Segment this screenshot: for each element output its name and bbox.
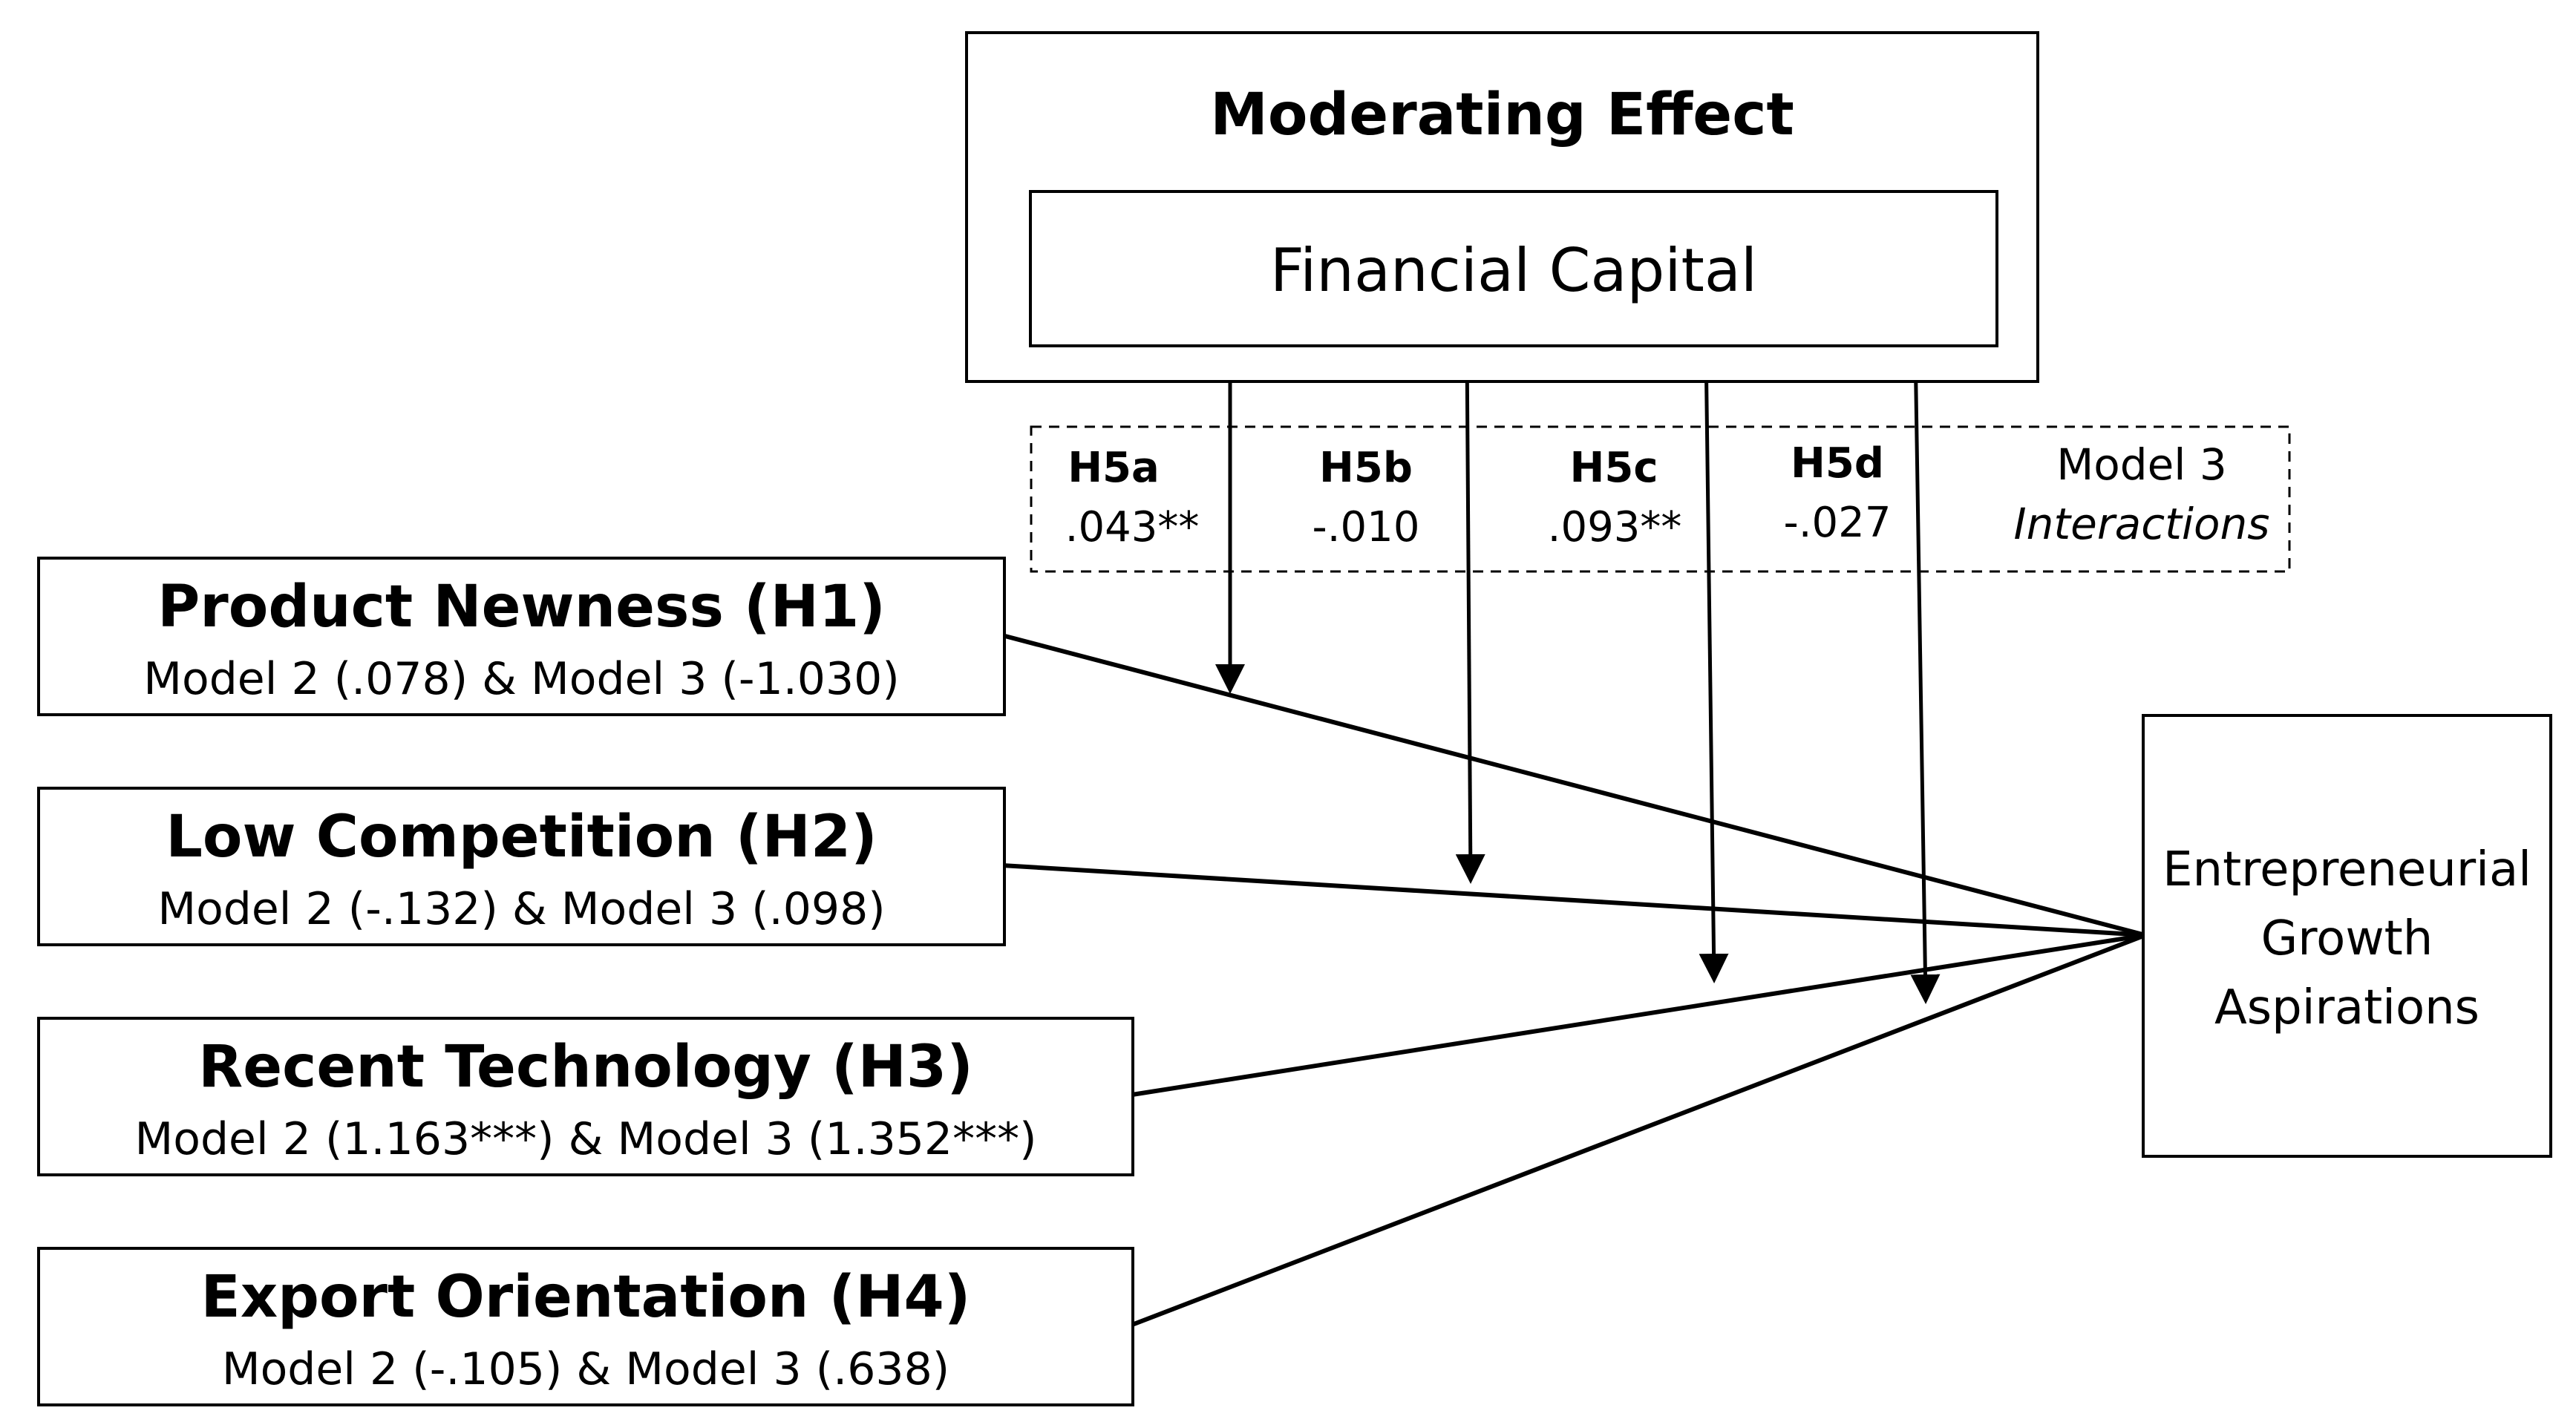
predictor-h3-models: Model 2 (1.163***) & Model 3 (1.352***) (134, 1113, 1037, 1165)
predictor-box-h1 (37, 557, 1006, 716)
interaction-h5d-value: -.027 (1783, 499, 1892, 547)
outcome-box (2142, 714, 2552, 1158)
predictor-box-h2 (37, 787, 1006, 946)
predictor-h2-models: Model 2 (-.132) & Model 3 (.098) (157, 883, 886, 935)
interaction-h5d-label: H5d (1791, 439, 1884, 488)
path-h4 (1131, 933, 2147, 1327)
interactions-caption: Interactions (2013, 499, 2270, 549)
financial-capital-box (1029, 190, 1998, 347)
predictor-h4-models: Model 2 (-.105) & Model 3 (.638) (221, 1343, 950, 1395)
predictor-h4-name: Export Orientation (H4) (200, 1264, 971, 1331)
model3-label: Model 3 (2056, 439, 2227, 490)
predictor-box-h4 (37, 1247, 1134, 1406)
predictor-h3-name: Recent Technology (H3) (198, 1034, 973, 1101)
interaction-h5c-value: .093** (1547, 503, 1682, 551)
moderating-effect-title: Moderating Effect (1210, 82, 1794, 148)
interactions-dashed-box (1030, 425, 2291, 573)
path-h2 (1001, 863, 2146, 937)
outcome-line-1: Entrepreneurial (2163, 842, 2531, 897)
predictor-h2-name: Low Competition (H2) (166, 804, 877, 871)
arrow-h5d (1910, 345, 1941, 1004)
predictor-box-h3 (37, 1017, 1134, 1176)
financial-capital-label: Financial Capital (1269, 236, 1758, 305)
arrow-h5c (1699, 345, 1729, 983)
interaction-h5b-value: -.010 (1312, 503, 1420, 551)
interaction-h5a-value: .043** (1065, 503, 1200, 551)
predictor-h1-name: Product Newness (H1) (157, 574, 886, 640)
interaction-h5c-label: H5c (1569, 444, 1658, 492)
path-h1 (1001, 633, 2146, 937)
arrow-h5b (1455, 345, 1485, 884)
path-h3 (1131, 933, 2146, 1097)
predictor-h1-models: Model 2 (.078) & Model 3 (-1.030) (143, 653, 900, 705)
outcome-line-2: Growth (2260, 911, 2433, 966)
interaction-h5a-label: H5a (1068, 444, 1160, 492)
interaction-h5b-label: H5b (1319, 444, 1413, 492)
outcome-line-3: Aspirations (2214, 980, 2479, 1035)
